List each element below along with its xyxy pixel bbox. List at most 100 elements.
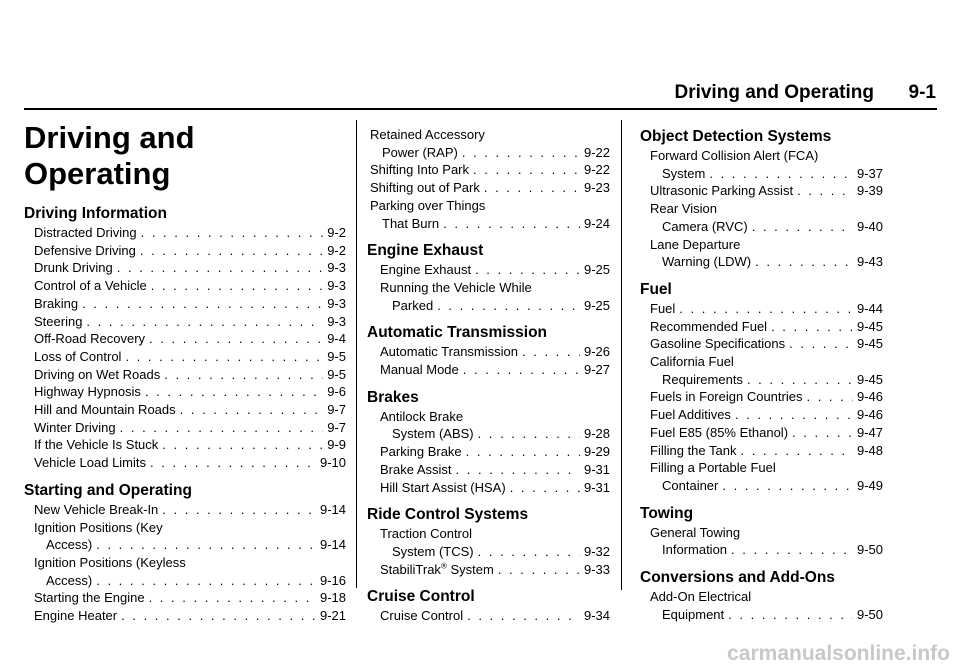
toc-entry[interactable]: Fuel9-44 xyxy=(640,300,883,318)
toc-entry[interactable]: Parking Brake9-29 xyxy=(370,443,610,461)
section-driving-information: Driving Information xyxy=(24,205,167,222)
object-detection-list: Forward Collision Alert (FCA) System9-37… xyxy=(640,147,883,271)
toc-entry[interactable]: Engine Heater9-21 xyxy=(24,607,346,625)
toc-entry[interactable]: Brake Assist9-31 xyxy=(370,461,610,479)
section-conversions: Conversions and Add-Ons xyxy=(640,569,835,587)
brakes-list: Antilock Brake System (ABS)9-28 Parking … xyxy=(370,408,610,497)
toc-entry[interactable]: System (ABS)9-28 xyxy=(370,425,610,443)
toc-entry-line1[interactable]: California Fuel xyxy=(650,354,734,370)
toc-entry[interactable]: Engine Exhaust9-25 xyxy=(370,261,610,279)
toc-column-3: Object Detection Systems Forward Collisi… xyxy=(640,127,883,623)
toc-entry-line1[interactable]: Parking over Things xyxy=(370,197,486,213)
section-automatic-transmission: Automatic Transmission xyxy=(367,324,548,342)
section-towing: Towing xyxy=(640,504,694,522)
toc-entry-line1[interactable]: General Towing xyxy=(650,524,741,540)
toc-entry[interactable]: Manual Mode9-27 xyxy=(370,361,610,379)
toc-entry[interactable]: Camera (RVC)9-40 xyxy=(640,218,883,236)
toc-entry[interactable]: Drunk Driving9-3 xyxy=(24,259,346,277)
toc-entry[interactable]: If the Vehicle Is Stuck9-9 xyxy=(24,436,346,454)
toc-entry[interactable]: Gasoline Specifications9-45 xyxy=(640,335,883,353)
chapter-title-line2: Operating xyxy=(24,156,171,191)
toc-entry[interactable]: Driving on Wet Roads9-5 xyxy=(24,366,346,384)
toc-entry[interactable]: Shifting out of Park9-23 xyxy=(370,179,610,197)
section-starting-operating: Starting and Operating xyxy=(24,481,192,499)
toc-column-2: Retained Accessory Power (RAP)9-22 Shift… xyxy=(367,126,610,625)
toc-entry-line1[interactable]: Lane Departure xyxy=(650,236,741,252)
cruise-control-list: Cruise Control9-34 xyxy=(370,607,610,625)
section-engine-exhaust: Engine Exhaust xyxy=(367,242,484,260)
toc-entry[interactable]: Steering9-3 xyxy=(24,313,346,331)
toc-entry-line1[interactable]: Running the Vehicle While xyxy=(380,279,532,295)
toc-entry-line1[interactable]: Traction Control xyxy=(380,526,472,542)
conversions-list: Add-On Electrical Equipment9-50 xyxy=(640,588,883,623)
toc-entry[interactable]: System (TCS)9-32 xyxy=(370,543,610,561)
toc-entry[interactable]: Shifting Into Park9-22 xyxy=(370,161,610,179)
toc-entry[interactable]: Off-Road Recovery9-4 xyxy=(24,330,346,348)
engine-exhaust-list: Engine Exhaust9-25 Running the Vehicle W… xyxy=(370,261,610,314)
watermark: carmanualsonline.info xyxy=(727,642,950,665)
fuel-list: Fuel9-44 Recommended Fuel9-45 Gasoline S… xyxy=(640,300,883,495)
toc-entry[interactable]: Recommended Fuel9-45 xyxy=(640,318,883,336)
toc-entry-line1[interactable]: Antilock Brake xyxy=(380,408,464,424)
section-fuel: Fuel xyxy=(640,280,672,298)
toc-entry[interactable]: Parked9-25 xyxy=(370,297,610,315)
toc-entry-line1[interactable]: Ignition Positions (Keyless xyxy=(34,554,186,570)
toc-entry[interactable]: Fuels in Foreign Countries9-46 xyxy=(640,388,883,406)
header-title: Driving and Operating xyxy=(674,82,874,103)
toc-entry[interactable]: Starting the Engine9-18 xyxy=(24,589,346,607)
toc-entry[interactable]: Container9-49 xyxy=(640,477,883,495)
toc-entry[interactable]: Braking9-3 xyxy=(24,295,346,313)
section-object-detection: Object Detection Systems xyxy=(640,128,832,145)
page-header: Driving and Operating 9-1 xyxy=(0,82,960,112)
toc-entry[interactable]: Equipment9-50 xyxy=(640,606,883,624)
toc-entry-line1[interactable]: Filling a Portable Fuel xyxy=(650,460,776,476)
column-divider-2 xyxy=(621,120,622,590)
toc-entry[interactable]: Access)9-16 xyxy=(24,572,346,590)
toc-entry[interactable]: Power (RAP)9-22 xyxy=(370,144,610,162)
toc-entry[interactable]: Vehicle Load Limits9-10 xyxy=(24,454,346,472)
toc-entry[interactable]: Requirements9-45 xyxy=(640,371,883,389)
starting-operating-list-cont: Retained Accessory Power (RAP)9-22 Shift… xyxy=(370,126,610,232)
toc-entry[interactable]: That Burn9-24 xyxy=(370,215,610,233)
toc-entry[interactable]: Fuel Additives9-46 xyxy=(640,406,883,424)
toc-entry[interactable]: Warning (LDW)9-43 xyxy=(640,253,883,271)
toc-entry[interactable]: Control of a Vehicle9-3 xyxy=(24,277,346,295)
driving-information-list: Distracted Driving9-2 Defensive Driving9… xyxy=(24,224,346,472)
section-brakes: Brakes xyxy=(367,388,419,406)
toc-entry[interactable]: Cruise Control9-34 xyxy=(370,607,610,625)
towing-list: General Towing Information9-50 xyxy=(640,524,883,559)
toc-entry[interactable]: System9-37 xyxy=(640,165,883,183)
toc-entry[interactable]: Ultrasonic Parking Assist9-39 xyxy=(640,182,883,200)
automatic-transmission-list: Automatic Transmission9-26 Manual Mode9-… xyxy=(370,343,610,378)
toc-entry-line1[interactable]: Ignition Positions (Key xyxy=(34,519,163,535)
chapter-title: Driving and Operating xyxy=(24,120,346,192)
column-divider-1 xyxy=(356,120,357,588)
toc-entry[interactable]: Highway Hypnosis9-6 xyxy=(24,383,346,401)
toc-entry[interactable]: Filling the Tank9-48 xyxy=(640,442,883,460)
toc-entry-line1[interactable]: Add-On Electrical xyxy=(650,589,752,605)
toc-entry[interactable]: Defensive Driving9-2 xyxy=(24,242,346,260)
toc-entry[interactable]: Fuel E85 (85% Ethanol)9-47 xyxy=(640,424,883,442)
toc-entry-line1[interactable]: Forward Collision Alert (FCA) xyxy=(650,148,819,163)
toc-entry[interactable]: Automatic Transmission9-26 xyxy=(370,343,610,361)
stabilitrak-label: StabiliTrak® System xyxy=(380,561,494,577)
starting-operating-list: New Vehicle Break-In9-14 Ignition Positi… xyxy=(24,501,346,625)
ride-control-list: Traction Control System (TCS)9-32 Stabil… xyxy=(370,525,610,578)
toc-entry[interactable]: New Vehicle Break-In9-14 xyxy=(24,501,346,519)
toc-entry[interactable]: StabiliTrak® System9-33 xyxy=(370,561,610,579)
header-rule xyxy=(24,108,937,110)
toc-entry[interactable]: Winter Driving9-7 xyxy=(24,419,346,437)
toc-entry[interactable]: Hill Start Assist (HSA)9-31 xyxy=(370,479,610,497)
header-page-number: 9-1 xyxy=(908,82,936,103)
toc-entry-line1[interactable]: Retained Accessory xyxy=(370,127,485,142)
toc-entry[interactable]: Access)9-14 xyxy=(24,536,346,554)
toc-entry-line1[interactable]: Rear Vision xyxy=(650,201,717,217)
toc-entry[interactable]: Distracted Driving9-2 xyxy=(24,224,346,242)
toc-entry[interactable]: Information9-50 xyxy=(640,541,883,559)
chapter-title-line1: Driving and xyxy=(24,120,195,155)
toc-entry[interactable]: Hill and Mountain Roads9-7 xyxy=(24,401,346,419)
section-ride-control: Ride Control Systems xyxy=(367,506,529,524)
section-cruise-control: Cruise Control xyxy=(367,588,475,606)
toc-entry[interactable]: Loss of Control9-5 xyxy=(24,348,346,366)
toc-column-1: Driving and Operating Driving Informatio… xyxy=(24,120,346,625)
